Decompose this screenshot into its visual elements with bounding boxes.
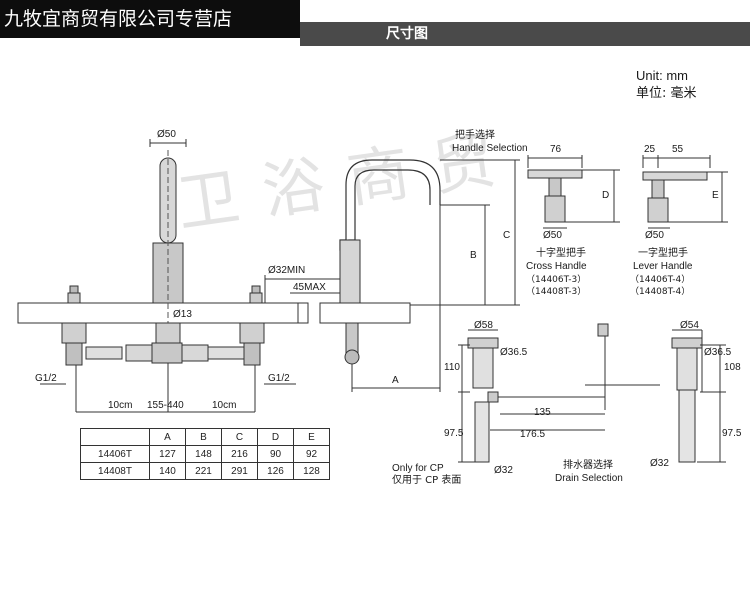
dimension-b-label: B: [470, 250, 477, 261]
push-drain-dia-32: Ø32: [650, 458, 669, 469]
table-cell: 92: [293, 445, 330, 463]
table-header-cell: [80, 428, 150, 446]
cp-drain-dia-58: Ø58: [474, 320, 493, 331]
table-cell: 291: [221, 462, 258, 480]
cross-handle-dia: Ø50: [543, 230, 562, 241]
thread-left-label: G1/2: [35, 373, 57, 384]
table-cell: 126: [257, 462, 294, 480]
table-cell: 216: [221, 445, 258, 463]
lever-handle-name-en: Lever Handle: [633, 261, 693, 272]
handle-selection-en: Handle Selection: [452, 143, 528, 154]
cp-drain-note-cn: 仅用于 CP 表面: [392, 475, 462, 486]
table-row: 14408T 140 221 291 126 128: [80, 462, 330, 480]
cp-drain-dia-32: Ø32: [494, 465, 513, 476]
table-header-row: A B C D E: [80, 428, 330, 446]
cp-drain-dia-36: Ø36.5: [500, 347, 528, 358]
spacing-left-label: 10cm: [108, 400, 133, 411]
lever-handle-dia: Ø50: [645, 230, 664, 241]
store-name: 九牧宜商贸有限公司专营店: [0, 0, 300, 38]
section-title: 尺寸图: [386, 26, 428, 42]
dimension-c-label: C: [503, 230, 511, 241]
push-drain-dia-36: Ø36.5: [704, 347, 732, 358]
spacing-mid-label: 155-440: [147, 400, 184, 411]
spacing-right-label: 10cm: [212, 400, 237, 411]
table-header-cell: E: [293, 428, 330, 446]
lever-handle-width-2: 55: [672, 144, 684, 155]
push-drain-h-975: 97.5: [722, 428, 742, 439]
dimension-a-label: A: [392, 375, 399, 386]
cp-drain-h-110: 110: [444, 362, 460, 373]
table-cell: 128: [293, 462, 330, 480]
drain-selection-en: Drain Selection: [555, 473, 623, 484]
spout-diameter-label: Ø50: [157, 129, 176, 140]
lever-handle-model-2: （14408T-4）: [630, 287, 691, 297]
cp-drain-l-135: 135: [534, 407, 551, 418]
table-cell: 127: [149, 445, 186, 463]
stem-diameter-label: Ø13: [173, 309, 192, 320]
cross-handle-name-en: Cross Handle: [526, 261, 587, 272]
table-cell: 140: [149, 462, 186, 480]
handle-selection-cn: 把手选择: [455, 130, 495, 141]
deck-max-label: 45MAX: [293, 282, 326, 293]
table-header-cell: D: [257, 428, 294, 446]
unit-label-cn: 单位: 毫米: [636, 86, 697, 101]
thread-right-label: G1/2: [268, 373, 290, 384]
cp-drain-l-1765: 176.5: [520, 429, 546, 440]
header-band: [300, 22, 750, 46]
dimension-table: A B C D E 14406T 127 148 216 90 92 14408…: [80, 428, 330, 480]
cross-handle-model-2: （14408T-3）: [526, 287, 587, 297]
countertop-slab-spout: [319, 302, 411, 324]
table-header-cell: C: [221, 428, 258, 446]
cross-handle-model-1: （14406T-3）: [526, 275, 587, 285]
cross-handle-name-cn: 十字型把手: [536, 248, 586, 259]
unit-label-en: Unit: mm: [636, 68, 688, 83]
countertop-slab: [17, 302, 309, 324]
lever-handle-model-1: （14406T-4）: [630, 275, 691, 285]
table-cell: 90: [257, 445, 294, 463]
cp-drain-h-975: 97.5: [444, 428, 464, 439]
table-cell: 221: [185, 462, 222, 480]
lever-handle-width-1: 25: [644, 144, 656, 155]
cp-drain-note-en: Only for CP: [392, 463, 444, 474]
drain-selection-cn: 排水器选择: [563, 460, 613, 471]
cross-handle-width: 76: [550, 144, 562, 155]
table-row: 14406T 127 148 216 90 92: [80, 445, 330, 463]
table-cell: 14408T: [80, 462, 150, 480]
table-header-cell: A: [149, 428, 186, 446]
table-cell: 148: [185, 445, 222, 463]
push-drain-dia-54: Ø54: [680, 320, 699, 331]
lever-handle-name-cn: 一字型把手: [638, 248, 688, 259]
table-cell: 14406T: [80, 445, 150, 463]
hole-min-label: Ø32MIN: [268, 265, 306, 276]
push-drain-h-108: 108: [724, 362, 741, 373]
table-header-cell: B: [185, 428, 222, 446]
lever-handle-e-label: E: [712, 190, 719, 201]
cross-handle-d-label: D: [602, 190, 610, 201]
